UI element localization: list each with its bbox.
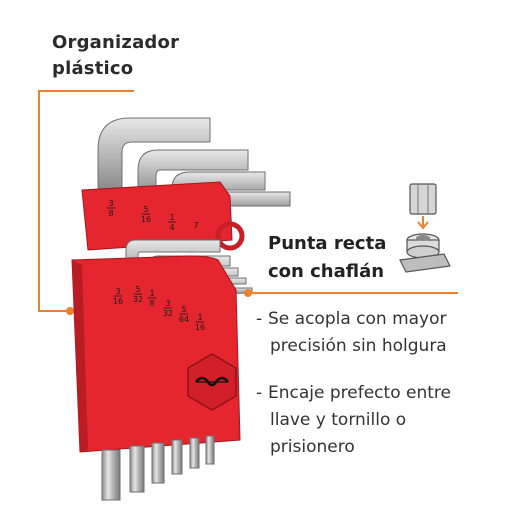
back-holder-size-numerator: 3	[108, 199, 113, 208]
back-holder-size-label: 38	[106, 199, 116, 218]
front-holder-size-numerator: 3	[165, 299, 170, 308]
bullet-line: llave y tornillo o	[270, 410, 407, 430]
feature-title: Punta recta con chaflán	[268, 230, 386, 286]
front-holder-size-label: 332	[163, 299, 173, 318]
front-holder-size-numerator: 3	[115, 287, 120, 296]
back-holder-size-denominator: 16	[141, 215, 151, 224]
front-holder-size-numerator: 5	[181, 305, 186, 314]
back-holder-size-denominator: 8	[108, 209, 113, 218]
front-holder-size-denominator: 64	[179, 315, 189, 324]
front-holder-size-label: 316	[113, 287, 123, 306]
callout-organizer-line2: plástico	[52, 58, 134, 79]
callout-tip-dot	[244, 289, 252, 297]
callout-organizer-line1: Organizador	[52, 32, 180, 53]
bullet-item: - Encaje prefecto entre llave y tornillo…	[256, 380, 451, 461]
front-holder-size-denominator: 8	[149, 299, 154, 308]
back-holder-size-numerator: 1	[169, 213, 174, 222]
callout-organizer-foot	[38, 310, 72, 312]
bullet-item: - Se acopla con mayor precisión sin holg…	[256, 306, 447, 360]
bullet-line: prisionero	[270, 437, 355, 457]
key-long-legs	[101, 435, 215, 501]
bullet-line: Se acopla con mayor	[268, 309, 447, 329]
hex-key-tip-in-screw-icon	[399, 183, 451, 273]
front-holder-size-numerator: 1	[197, 313, 202, 322]
back-holder-size-labels: 38 516 14 7	[106, 199, 199, 232]
front-holder-size-numerator: 5	[135, 285, 140, 294]
bullet-dash: -	[256, 309, 263, 329]
front-holder-size-numerator: 1	[149, 289, 154, 298]
back-holder-size-label: 14	[167, 213, 177, 232]
feature-title-line1: Punta recta	[268, 233, 387, 254]
back-holder-size-denominator: 4	[169, 223, 174, 232]
brand-hex-logo-icon	[187, 353, 237, 411]
front-holder-size-denominator: 16	[195, 323, 205, 332]
front-holder-size-label: 532	[133, 285, 143, 304]
front-holder-size-denominator: 32	[133, 295, 143, 304]
front-holder-size-label: 116	[195, 313, 205, 332]
back-holder	[81, 181, 245, 251]
callout-organizer-dot	[66, 307, 74, 315]
callout-organizer-label: Organizador plástico	[52, 30, 179, 82]
bullet-line: precisión sin holgura	[270, 336, 447, 356]
bullet-line: Encaje prefecto entre	[268, 383, 451, 403]
callout-organizer-hline	[38, 90, 134, 92]
back-holder-size-numerator: 5	[143, 205, 148, 214]
front-holder	[71, 255, 241, 453]
front-holder-size-label: 18	[147, 289, 157, 308]
front-holder-size-denominator: 32	[163, 309, 173, 318]
feature-title-line2: con chaflán	[268, 261, 385, 282]
bullet-dash: -	[256, 383, 263, 403]
back-holder-size-label: 516	[141, 205, 151, 224]
front-holder-size-label: 564	[179, 305, 189, 324]
callout-tip-line	[250, 292, 458, 294]
back-holder-size-numerator: 7	[193, 221, 198, 230]
callout-organizer-vline	[38, 90, 40, 312]
front-holder-size-denominator: 16	[113, 297, 123, 306]
back-holder-size-label: 7	[193, 221, 198, 230]
